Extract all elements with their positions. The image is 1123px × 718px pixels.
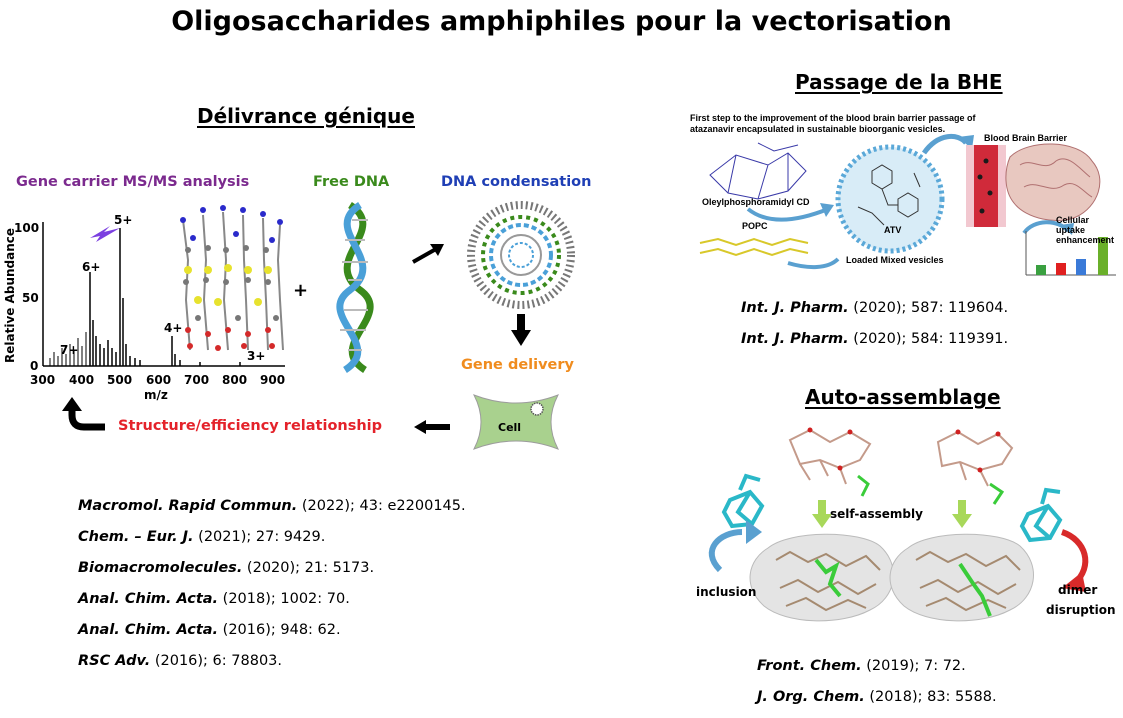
bbb-figure: First step to the improvement of the blo…: [688, 113, 1118, 281]
ref-gene-4: Anal. Chim. Acta. (2018); 1002: 70.: [78, 591, 350, 607]
y-axis-label: Relative Abundance: [3, 228, 17, 363]
free-dna-label: Free DNA: [313, 174, 390, 190]
return-arrow: [62, 397, 105, 431]
peak-5plus: 5+: [114, 213, 132, 227]
ref-gene-5: Anal. Chim. Acta. (2016); 948: 62.: [78, 622, 341, 638]
bbb-title: Passage de la BHE: [795, 70, 1003, 94]
gene-delivery-label: Gene delivery: [461, 357, 574, 373]
cell-shape: Cell: [472, 394, 560, 450]
ms-spectrum: Relative Abundance 100 50 0 300 400 500 …: [3, 213, 285, 402]
dna-condensation-label: DNA condensation: [441, 174, 592, 190]
peak-6plus: 6+: [82, 260, 100, 274]
arrow-to-delivery: [511, 314, 531, 346]
uptake-label: Cellular uptake enhancement: [1056, 215, 1115, 245]
gene-delivery-title: Délivrance génique: [197, 104, 415, 128]
bbb-label: Blood Brain Barrier: [984, 133, 1068, 143]
x-tick-500: 500: [107, 373, 132, 387]
page-title: Oligosaccharides amphiphiles pour la vec…: [171, 6, 952, 37]
peak-4plus: 4+: [164, 321, 182, 335]
ref-bbb-2: Int. J. Pharm. (2020); 584: 119391.: [741, 331, 1009, 347]
plus-sign: +: [293, 280, 309, 301]
y-tick-100: 100: [14, 221, 39, 235]
self-assembly-title: Auto-assemblage: [805, 385, 1001, 409]
ref-gene-6: RSC Adv. (2016); 6: 78803.: [78, 653, 283, 669]
inclusion-label: inclusion: [696, 585, 756, 599]
ref-gene-1: Macromol. Rapid Commun. (2022); 43: e220…: [78, 498, 466, 514]
disruption-label: disruption: [1046, 603, 1115, 617]
popc-label: POPC: [742, 221, 768, 231]
bbb-figure-caption: First step to the improvement of the blo…: [690, 113, 976, 134]
ms-analysis-label: Gene carrier MS/MS analysis: [16, 174, 250, 190]
peak-7plus: 7+: [60, 343, 78, 357]
self-assembly-label: self-assembly: [830, 507, 923, 521]
self-assembly-figure: self-assembly inclusion dimer disruption: [696, 427, 1115, 622]
ref-gene-2: Chem. – Eur. J. (2021); 27: 9429.: [78, 529, 326, 545]
x-tick-900: 900: [260, 373, 285, 387]
ref-self-1: Front. Chem. (2019); 7: 72.: [757, 658, 966, 674]
x-tick-300: 300: [30, 373, 55, 387]
dna-condensation-particle: [467, 201, 575, 309]
ref-self-2: J. Org. Chem. (2018); 83: 5588.: [757, 689, 997, 705]
arrow-to-structure: [414, 420, 450, 434]
atv-label: ATV: [884, 225, 902, 235]
cd-label: Oleylphosphoramidyl CD: [702, 197, 810, 207]
ref-bbb-1: Int. J. Pharm. (2020); 587: 119604.: [741, 300, 1009, 316]
structure-efficiency-label: Structure/efficiency relationship: [118, 418, 383, 434]
gene-carrier-molecule: [180, 205, 284, 351]
y-tick-50: 50: [22, 291, 39, 305]
x-axis-label: m/z: [144, 388, 168, 402]
x-tick-600: 600: [146, 373, 171, 387]
cell-label: Cell: [498, 421, 521, 434]
vesicles-label: Loaded Mixed vesicles: [846, 255, 944, 265]
arrow-to-condensation: [412, 244, 444, 264]
lightning-icon: [90, 226, 120, 242]
dna-helix: [336, 202, 374, 373]
x-tick-800: 800: [222, 373, 247, 387]
x-tick-700: 700: [184, 373, 209, 387]
peak-3plus: 3+: [247, 349, 265, 363]
ref-gene-3: Biomacromolecules. (2020); 21: 5173.: [78, 560, 375, 576]
y-tick-0: 0: [30, 359, 38, 373]
dimer-label: dimer: [1058, 583, 1097, 597]
x-tick-400: 400: [69, 373, 94, 387]
